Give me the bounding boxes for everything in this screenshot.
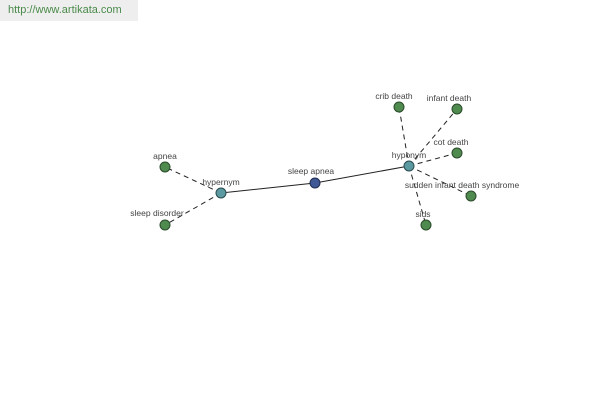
node-sids[interactable]: sids	[415, 209, 432, 231]
node-label-hyponym[interactable]: hyponym	[392, 150, 427, 160]
node-marker-crib-death[interactable]	[393, 101, 405, 113]
edge-sleep-apnea-to-hyponym	[314, 165, 410, 184]
node-sleep-apnea[interactable]: sleep apnea	[288, 166, 335, 189]
node-hyponym[interactable]: hyponym	[392, 150, 427, 172]
node-label-apnea[interactable]: apnea	[153, 151, 177, 161]
node-cot-death[interactable]: cot death	[434, 137, 469, 159]
node-apnea[interactable]: apnea	[153, 151, 177, 173]
edge-hypernym-to-apnea	[164, 166, 222, 194]
node-label-infant-death[interactable]: infant death	[427, 93, 472, 103]
node-label-cot-death[interactable]: cot death	[434, 137, 469, 147]
edge-hyponym-to-crib-death	[398, 106, 410, 167]
edge-hyponym-to-sids	[408, 165, 427, 226]
edge-hyponym-to-sudden-infant-death-syndrome	[408, 165, 472, 197]
graph-nodes: sleep apnea hypernym hyponym apnea sleep dis…	[130, 91, 520, 231]
node-label-hypernym[interactable]: hypernym	[202, 177, 239, 187]
node-label-sleep-apnea[interactable]: sleep apnea	[288, 166, 335, 176]
node-label-sudden-infant-death-syndrome[interactable]: sudden infant death syndrome	[405, 180, 520, 190]
node-marker-hypernym[interactable]	[215, 187, 227, 199]
node-marker-cot-death[interactable]	[451, 147, 463, 159]
node-sleep-disorder[interactable]: sleep disorder	[130, 208, 184, 231]
node-marker-sudden-infant-death-syndrome[interactable]	[465, 190, 477, 202]
node-label-crib-death[interactable]: crib death	[375, 91, 413, 101]
site-url[interactable]: http://www.artikata.com	[0, 0, 138, 21]
node-marker-infant-death[interactable]	[451, 103, 463, 115]
graph-edges	[164, 106, 472, 226]
node-marker-sleep-apnea[interactable]	[309, 177, 321, 189]
node-marker-sleep-disorder[interactable]	[159, 219, 171, 231]
node-infant-death[interactable]: infant death	[427, 93, 472, 115]
node-sudden-infant-death-syndrome[interactable]: sudden infant death syndrome	[405, 180, 520, 202]
edge-sleep-apnea-to-hypernym	[220, 182, 316, 194]
node-label-sids[interactable]: sids	[415, 209, 430, 219]
edge-hypernym-to-sleep-disorder	[164, 192, 222, 226]
node-label-sleep-disorder[interactable]: sleep disorder	[130, 208, 184, 218]
edge-hyponym-to-infant-death	[408, 108, 458, 167]
node-marker-sids[interactable]	[420, 219, 432, 231]
node-hypernym[interactable]: hypernym	[202, 177, 240, 199]
node-marker-hyponym[interactable]	[403, 160, 415, 172]
node-crib-death[interactable]: crib death	[375, 91, 413, 113]
node-marker-apnea[interactable]	[159, 161, 171, 173]
